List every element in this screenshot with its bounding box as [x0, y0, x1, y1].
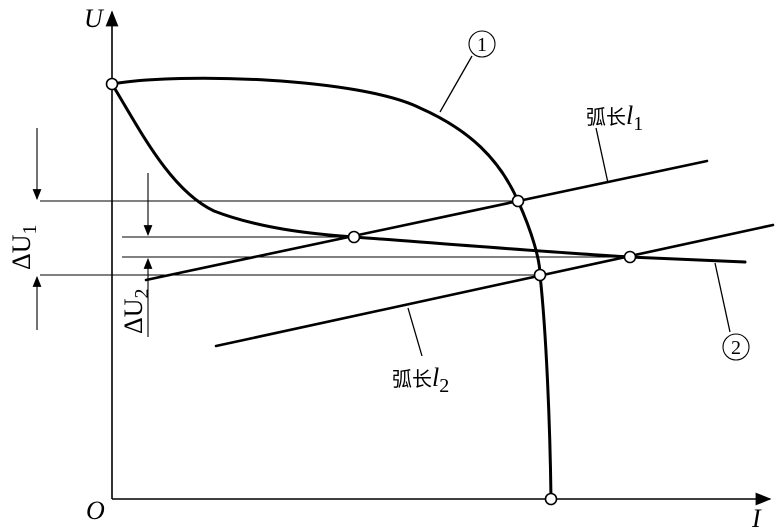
point-curve2-arc2 [623, 250, 637, 264]
arc-length-line-2 [214, 223, 775, 348]
delta-u2-subscript: 2 [131, 289, 153, 299]
delta-u2-label: ΔU2 [119, 289, 153, 335]
arc-2-label-text: 弧长 [392, 367, 432, 391]
arc-1-label-text: 弧长 [586, 105, 626, 129]
point-start [105, 77, 119, 91]
point-short-circuit [544, 492, 558, 506]
delta-u2-symbol: ΔU [119, 298, 148, 334]
arc-1-label-var: l [626, 101, 633, 130]
point-curve1-arc2 [533, 268, 547, 282]
arc-1-leader [595, 127, 609, 184]
curve-1-tag: 1 [477, 34, 487, 56]
arc-2-label: 弧长l2 [392, 363, 449, 397]
i-axis-label: I [751, 504, 762, 529]
curve-2-tag: 2 [731, 337, 741, 359]
delta-u1-label: ΔU1 [7, 225, 41, 271]
delta-u1-subscript: 1 [19, 225, 41, 235]
arc-2-label-var: l [432, 363, 439, 392]
curve-2-tag-circle [722, 333, 750, 361]
arc-2-leader [407, 307, 423, 357]
arc-length-line-1 [144, 159, 709, 282]
curve-2-leader [714, 262, 731, 333]
origin-label: O [86, 496, 105, 525]
curve-1-leader [439, 55, 473, 113]
curve-1 [110, 76, 553, 501]
point-curve1-arc1 [511, 194, 525, 208]
arc-1-label-sub: 1 [633, 113, 643, 135]
curve-2 [110, 82, 747, 264]
u-axis-label: U [84, 4, 105, 33]
curve-1-tag-circle [468, 30, 496, 58]
arc-1-label: 弧长l1 [586, 101, 643, 135]
delta-u1-symbol: ΔU [7, 234, 36, 270]
point-curve2-arc1 [347, 230, 361, 244]
arc-2-label-sub: 2 [439, 375, 449, 397]
